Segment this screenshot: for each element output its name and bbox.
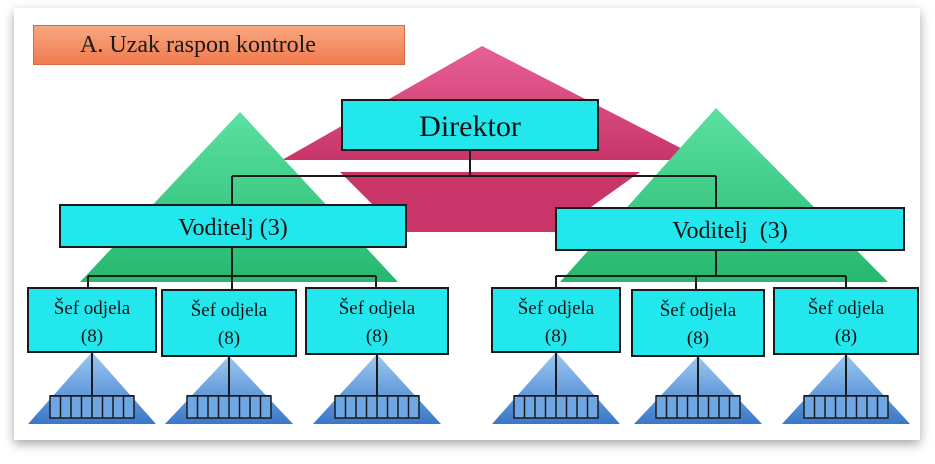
worker-group	[634, 356, 762, 424]
worker-group	[313, 354, 441, 424]
department-head-count: (8)	[545, 326, 567, 347]
director-label: Direktor	[419, 110, 521, 143]
department-head-box: Šef odjela (8)	[491, 287, 621, 353]
director-box: Direktor	[341, 99, 599, 151]
department-head-count: (8)	[81, 326, 103, 347]
department-head-box: Šef odjela (8)	[161, 289, 297, 357]
department-head-box: Šef odjela (8)	[773, 287, 919, 355]
manager-box-left: Voditelj (3)	[59, 204, 407, 248]
department-head-count: (8)	[218, 328, 240, 349]
department-head-label: Šef odjela	[518, 297, 595, 319]
worker-group	[782, 354, 910, 424]
department-head-label: Šef odjela	[191, 299, 268, 321]
department-head-label: Šef odjela	[54, 297, 131, 319]
department-head-label: Šef odjela	[808, 297, 885, 319]
worker-group	[492, 352, 620, 424]
manager-label: Voditelj (3)	[672, 218, 788, 244]
department-head-box: Šef odjela (8)	[305, 287, 449, 355]
worker-group	[165, 356, 293, 424]
connector-lines	[87, 150, 847, 290]
department-head-box: Šef odjela (8)	[27, 287, 157, 353]
department-head-count: (8)	[835, 326, 857, 347]
department-head-label: Šef odjela	[660, 299, 737, 321]
worker-group	[28, 352, 156, 424]
department-head-count: (8)	[366, 326, 388, 347]
department-head-label: Šef odjela	[339, 297, 416, 319]
department-head-count: (8)	[687, 328, 709, 349]
department-head-box: Šef odjela (8)	[631, 289, 765, 357]
manager-label: Voditelj (3)	[178, 215, 288, 241]
manager-box-right: Voditelj (3)	[555, 207, 905, 251]
diagram-title: A. Uzak raspon kontrole	[33, 25, 405, 65]
